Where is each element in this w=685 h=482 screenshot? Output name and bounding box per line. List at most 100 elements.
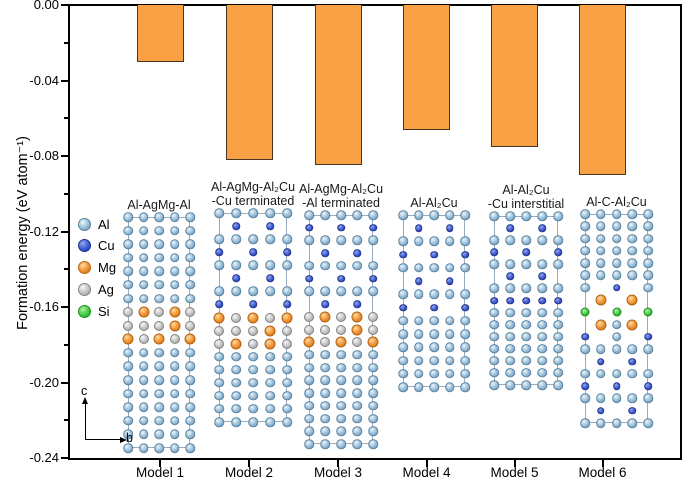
bar-model-4 — [403, 5, 450, 130]
atom-al — [352, 210, 362, 220]
y-major-tick — [61, 457, 68, 459]
atom-al — [185, 239, 195, 249]
atom-al — [248, 208, 258, 218]
atom-al — [553, 331, 563, 342]
atom-al — [320, 235, 330, 246]
atom-al — [248, 234, 258, 244]
atom-al — [123, 280, 133, 290]
atom-al — [282, 351, 292, 362]
atom-al — [265, 417, 275, 427]
atom-al — [489, 356, 499, 366]
atom-al — [580, 393, 590, 404]
atom-al — [627, 221, 637, 232]
atom-al — [489, 307, 499, 318]
x-tick-label: Model 4 — [402, 465, 451, 480]
atom-al — [352, 375, 362, 386]
atom-al — [169, 402, 180, 412]
x-tick — [601, 460, 604, 467]
atom-al — [154, 388, 164, 399]
atom-al — [489, 259, 499, 270]
b-axis-label: b — [126, 431, 133, 445]
atom-al — [553, 307, 563, 318]
atom-al — [580, 344, 590, 354]
atom-al — [537, 235, 547, 245]
atom-al — [138, 212, 149, 222]
atom-al — [580, 246, 590, 256]
atom-al — [627, 418, 637, 428]
atom-al — [138, 388, 149, 399]
atom-al — [231, 208, 241, 218]
atom-al — [265, 351, 275, 362]
atom-al — [368, 401, 378, 411]
atom-al — [368, 439, 378, 449]
atom-al — [429, 289, 439, 300]
structure-label: Al-Al₂Cu -Cu interstitial — [487, 183, 565, 211]
atom-al — [214, 404, 224, 414]
atom-al — [413, 342, 424, 353]
atom-al — [169, 266, 180, 277]
atom-al — [413, 263, 424, 273]
atom-al — [336, 286, 346, 297]
atom-al — [553, 211, 563, 221]
bar-model-2 — [225, 5, 273, 160]
atom-al — [444, 289, 455, 300]
atom-al — [352, 426, 362, 437]
atom-al — [553, 235, 563, 245]
atom-al — [336, 210, 346, 220]
atom-ag — [304, 324, 314, 335]
atom-al — [336, 401, 346, 411]
atom-al — [413, 210, 424, 220]
atom-al — [123, 253, 133, 263]
atom-al — [304, 439, 314, 449]
mg-atom-icon — [78, 261, 91, 275]
y-major-tick — [61, 306, 68, 308]
y-tick-label: -0.24 — [29, 450, 59, 465]
atom-al — [214, 378, 224, 388]
atom-al — [138, 253, 149, 263]
y-major-tick — [61, 381, 68, 384]
atom-al — [336, 235, 346, 246]
atom-al — [169, 293, 180, 304]
atom-al — [320, 388, 330, 398]
atom-al — [138, 361, 149, 372]
atom-al — [231, 351, 241, 362]
atom-al — [643, 246, 653, 256]
atom-mg — [281, 312, 293, 323]
atom-al — [643, 393, 653, 404]
y-tick-label: -0.08 — [29, 148, 59, 163]
atom-cu — [490, 248, 498, 256]
atom-ag — [154, 307, 164, 318]
atom-al — [231, 391, 241, 401]
atom-mg — [626, 294, 638, 306]
atom-ag — [282, 338, 292, 349]
atom-al — [611, 258, 622, 268]
atom-al — [537, 319, 547, 330]
atom-al — [154, 225, 164, 236]
atom-ag — [154, 320, 164, 331]
atom-al — [429, 236, 439, 247]
atom-al — [460, 316, 470, 326]
atom-al — [352, 362, 362, 373]
atom-al — [138, 225, 149, 236]
atom-al — [368, 210, 378, 220]
atom-al — [444, 342, 455, 353]
atom-al — [231, 286, 241, 297]
atom-al — [336, 375, 346, 386]
b-axis-arrow-head-icon — [120, 436, 127, 443]
bar-model-3 — [314, 5, 362, 166]
y-minor-tick — [64, 41, 68, 44]
atom-al — [352, 388, 362, 398]
atom-al — [320, 210, 330, 220]
atom-al — [537, 259, 547, 270]
atom-al — [320, 261, 330, 271]
atom-al — [596, 369, 606, 379]
atom-al — [231, 417, 241, 427]
atom-ag — [123, 320, 133, 331]
atom-al — [489, 319, 499, 330]
atom-al — [320, 439, 330, 449]
atom-al — [429, 316, 439, 326]
atom-al — [123, 429, 133, 440]
atom-al — [138, 239, 149, 249]
atom-al — [505, 307, 515, 318]
atom-al — [265, 391, 275, 401]
